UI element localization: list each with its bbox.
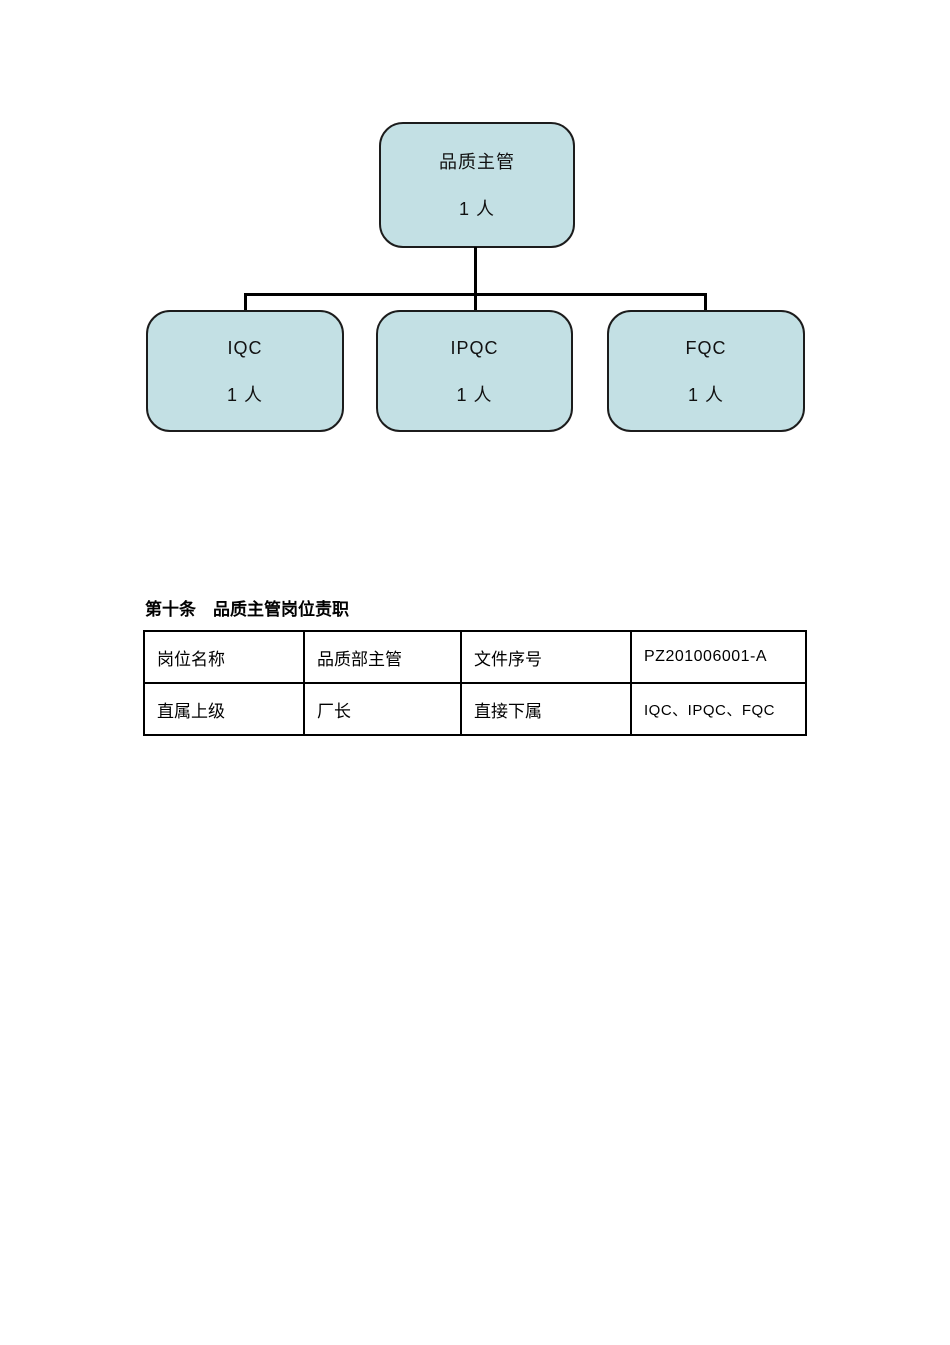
cell-subordinates-label: 直接下属 (460, 682, 632, 736)
org-chart-box-fqc: FQC 1 人 (607, 310, 805, 432)
cell-superior-value: 厂长 (303, 682, 462, 736)
org-box-title: 品质主管 (439, 151, 515, 172)
cell-position-name-value: 品质部主管 (303, 630, 462, 684)
org-box-title: IQC (227, 337, 263, 358)
org-box-headcount: 1 人 (226, 384, 263, 405)
section-heading: 第十条 品质主管岗位责职 (145, 600, 349, 619)
org-box-headcount: 1 人 (687, 384, 724, 405)
connector-vertical-root (474, 247, 477, 311)
org-chart-box-ipqc: IPQC 1 人 (376, 310, 573, 432)
org-chart-box-iqc: IQC 1 人 (146, 310, 344, 432)
cell-subordinates-value: IQC、IPQC、FQC (630, 682, 807, 736)
connector-stub-left (244, 293, 247, 311)
position-info-table: 岗位名称 品质部主管 文件序号 PZ201006001-A 直属上级 厂长 直接… (143, 630, 807, 736)
org-box-headcount: 1 人 (456, 384, 493, 405)
table-row: 岗位名称 品质部主管 文件序号 PZ201006001-A (143, 630, 807, 684)
connector-horizontal (244, 293, 707, 296)
cell-position-name-label: 岗位名称 (143, 630, 305, 684)
org-box-title: FQC (685, 337, 727, 358)
connector-stub-right (704, 293, 707, 311)
cell-superior-label: 直属上级 (143, 682, 305, 736)
org-box-title: IPQC (450, 337, 499, 358)
cell-doc-number-value: PZ201006001-A (630, 630, 807, 684)
table-row: 直属上级 厂长 直接下属 IQC、IPQC、FQC (143, 682, 807, 736)
org-chart-box-root: 品质主管 1 人 (379, 122, 575, 248)
org-box-headcount: 1 人 (458, 198, 495, 219)
cell-doc-number-label: 文件序号 (460, 630, 632, 684)
